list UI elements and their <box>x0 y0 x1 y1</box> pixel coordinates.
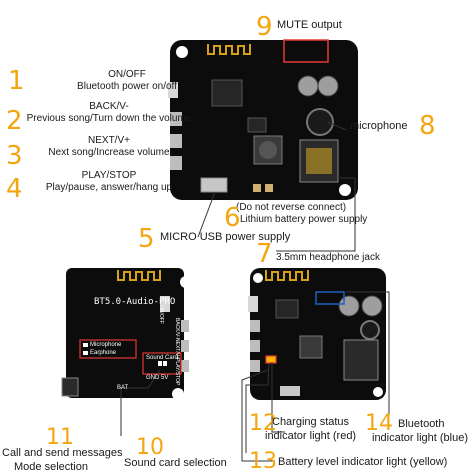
board-next-v-text: NEXT/V+ <box>174 338 180 359</box>
back-label: BACK/V- <box>89 101 129 112</box>
bluetooth-indicator-label: indicator light (blue) <box>372 432 468 444</box>
back-description: Previous song/Turn down the volume <box>26 113 192 124</box>
board-gnd-5v-text: GND 5V <box>146 375 169 381</box>
board-back-v-text: BACK/V- <box>174 318 180 338</box>
mute-output-label: MUTE output <box>277 19 342 31</box>
micro-usb-label: MICRO USB power supply <box>160 231 291 243</box>
on-off-description: Bluetooth power on/off <box>77 81 177 92</box>
lithium-battery-label: Lithium battery power supply <box>240 214 368 225</box>
board-earphone-text: Earphone <box>90 350 117 356</box>
callout-number-8: 8 <box>419 111 436 141</box>
play-stop-description: Play/pause, answer/hang up <box>45 182 173 193</box>
callout-number-5: 5 <box>138 224 155 254</box>
callout-number-14: 14 <box>365 411 393 436</box>
mode-selection-label: Mode selection <box>14 461 88 473</box>
callout-number-4: 4 <box>6 174 23 204</box>
bluetooth-label: Bluetooth <box>398 418 445 430</box>
board-title-text: BT5.0-Audio-PRO <box>94 297 176 307</box>
callout-number-13: 13 <box>249 449 277 474</box>
board-microphone-text: Microphone <box>90 342 122 348</box>
callout-number-10: 10 <box>136 435 164 460</box>
board-front-top <box>168 39 358 200</box>
board-back <box>61 268 192 400</box>
on-off-label: ON/OFF <box>108 69 146 80</box>
call-messages-label: Call and send messages <box>2 447 123 459</box>
callout-number-11: 11 <box>46 425 74 450</box>
play-stop-label: PLAY/STOP <box>81 170 137 181</box>
microphone-label: microphone <box>350 120 408 132</box>
callout-number-3: 3 <box>6 141 23 171</box>
charging-status-label: Charging status <box>272 416 350 428</box>
headphone-jack-label: 3.5mm headphone jack <box>276 252 380 263</box>
board-sound-card-text: Sound Card <box>146 355 179 361</box>
next-description: Next song/Increase volume <box>48 147 170 158</box>
callout-number-6: 6 <box>224 203 241 233</box>
sound-card-selection-label: Sound card selection <box>124 457 227 469</box>
callout-number-12: 12 <box>249 411 277 436</box>
callout-number-7: 7 <box>256 239 273 269</box>
next-label: NEXT/V+ <box>88 135 130 146</box>
battery-warning-label: (Do not reverse connect) <box>236 202 347 213</box>
battery-level-label: Battery level indicator light (yellow) <box>278 456 448 468</box>
board-bat-text: BAT <box>117 385 129 391</box>
callout-number-2: 2 <box>6 106 23 136</box>
callout-number-9: 9 <box>256 12 273 42</box>
callout-number-1: 1 <box>8 66 25 96</box>
board-on-off-text: ON/OFF <box>158 305 164 324</box>
charging-indicator-label: indicator light (red) <box>265 430 357 442</box>
callout-lines <box>120 121 390 462</box>
board-front-bottom <box>248 268 386 400</box>
board-play-stop-text: PLAY/STOP <box>174 358 180 386</box>
